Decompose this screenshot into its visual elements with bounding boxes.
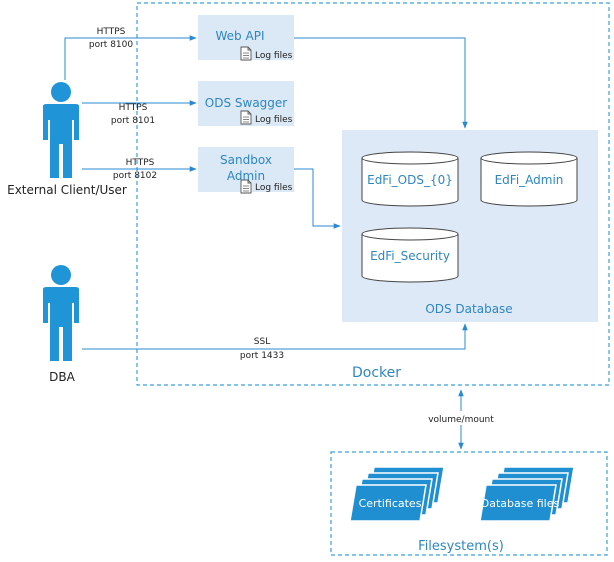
db-security-label: EdFi_Security <box>370 249 450 263</box>
volume-label: volume/mount <box>428 415 494 425</box>
web-api-label: Web API <box>216 29 265 43</box>
db-security: EdFi_Security <box>361 227 459 283</box>
sandbox-port: port 8102 <box>113 171 157 181</box>
ods-swagger-box: ODS Swagger Log files <box>198 81 294 126</box>
sandbox-admin-box: Sandbox Admin Log files <box>198 147 294 194</box>
dba-port: port 1433 <box>240 351 284 361</box>
ods-swagger-label: ODS Swagger <box>205 96 288 110</box>
log-file-icon <box>240 110 252 125</box>
sandbox-admin-label-1: Sandbox <box>220 153 272 167</box>
connector-web-api <box>64 35 197 80</box>
db-ods-label: EdFi_ODS_{0} <box>367 173 453 187</box>
certificates-label: Certificates <box>359 497 422 510</box>
dba-proto: SSL <box>254 337 270 347</box>
ods-swagger-log-label: Log files <box>255 115 293 125</box>
client-label: External Client/User <box>7 183 127 197</box>
web-api-proto: HTTPS <box>97 27 126 37</box>
log-file-icon <box>240 46 252 61</box>
db-ods: EdFi_ODS_{0} <box>361 151 459 207</box>
connector-sandbox-db <box>294 168 341 229</box>
client-actor <box>43 82 79 178</box>
docker-label: Docker <box>352 365 401 381</box>
web-api-port: port 8100 <box>89 40 133 50</box>
db-admin: EdFi_Admin <box>480 151 578 207</box>
connector-dba-db <box>82 323 468 350</box>
log-file-icon <box>240 179 252 194</box>
certificates-files: Certificates <box>349 466 445 522</box>
dba-label: DBA <box>49 370 75 384</box>
sandbox-proto: HTTPS <box>126 158 155 168</box>
swagger-port: port 8101 <box>111 116 155 126</box>
database-files: Database files <box>479 466 575 522</box>
person-icon <box>43 265 79 361</box>
sandbox-admin-label-2: Admin <box>227 169 265 183</box>
database-files-label: Database files <box>481 497 560 510</box>
person-icon <box>43 82 79 178</box>
sandbox-admin-log-label: Log files <box>255 183 293 193</box>
connector-web-api-db <box>294 37 468 129</box>
ods-database-label: ODS Database <box>425 302 512 316</box>
filesystem-label: Filesystem(s) <box>418 539 504 554</box>
db-admin-label: EdFi_Admin <box>495 173 564 187</box>
web-api-box: Web API Log files <box>198 15 294 61</box>
dba-actor <box>43 265 79 361</box>
ods-database-area: ODS Database EdFi_ODS_{0} EdFi_Admin EdF… <box>342 130 598 322</box>
web-api-log-label: Log files <box>255 51 293 61</box>
swagger-proto: HTTPS <box>119 103 148 113</box>
